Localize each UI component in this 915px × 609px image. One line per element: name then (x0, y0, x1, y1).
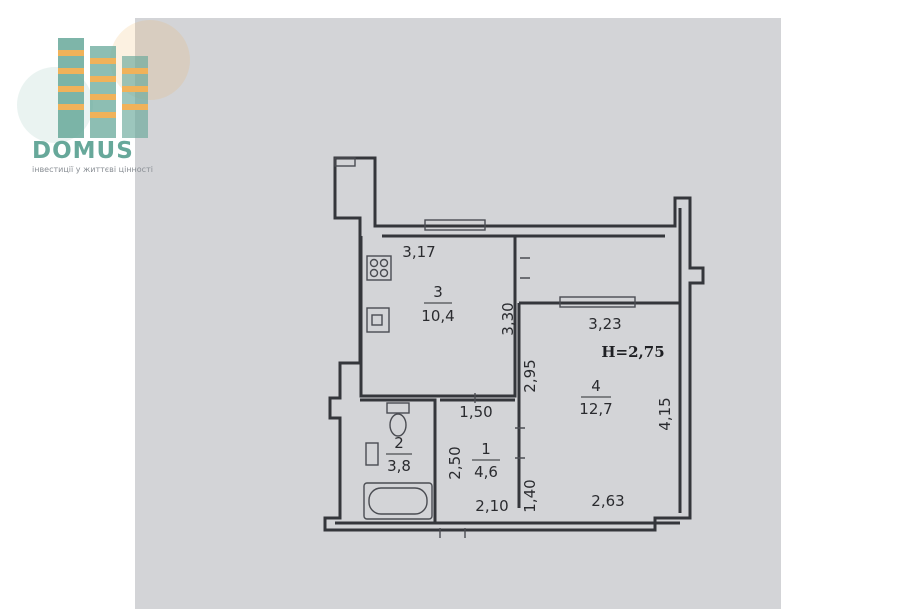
room-4-number: 4 (591, 377, 601, 395)
toilet-icon (386, 402, 410, 437)
bathroom-walls (360, 398, 515, 523)
logo-tagline: інвестиції у життєві цінності (32, 165, 153, 174)
ceiling-height: H=2,75 (601, 343, 664, 361)
dim-hall-bottom: 2,10 (475, 497, 508, 515)
logo-wordmark: DOMUS (32, 138, 134, 164)
room-3-number: 3 (433, 283, 443, 301)
room-3-area: 10,4 (421, 307, 454, 325)
room-1-area: 4,6 (474, 463, 498, 481)
dim-room4-bottom: 2,63 (591, 492, 624, 510)
floor-plan-scan: 3,17 3,30 3 10,4 3,23 H=2,75 2,95 4,15 4… (135, 18, 781, 609)
room-2-number: 2 (394, 434, 404, 452)
kitchen-partition (359, 236, 517, 398)
stove-icon (366, 255, 392, 281)
balcony-rail (334, 157, 356, 167)
room-1-number: 1 (481, 440, 491, 458)
dim-room4-depth: 4,15 (656, 397, 674, 430)
washbasin-icon (365, 442, 379, 466)
dim-room4-left: 2,95 (521, 359, 539, 392)
dim-hall-small: 1,40 (521, 479, 539, 512)
door-marks (439, 257, 530, 538)
dim-hall-width: 1,50 (459, 403, 492, 421)
dim-kitchen-width: 3,17 (402, 243, 435, 261)
dim-kitchen-depth: 3,30 (499, 302, 517, 335)
logo-buildings-graphic (17, 20, 190, 143)
dim-room4-width: 3,23 (588, 315, 621, 333)
window-room4 (559, 296, 636, 308)
floor-plan: 3,17 3,30 3 10,4 3,23 H=2,75 2,95 4,15 4… (323, 156, 705, 538)
dim-hall-depth: 2,50 (446, 446, 464, 479)
window-kitchen (424, 219, 486, 231)
room-2-area: 3,8 (387, 457, 411, 475)
bathtub-icon (363, 482, 433, 520)
sink-icon (366, 307, 390, 333)
room-4-area: 12,7 (579, 400, 612, 418)
outer-wall (323, 156, 705, 532)
outer-wall-inner-line (335, 208, 682, 525)
